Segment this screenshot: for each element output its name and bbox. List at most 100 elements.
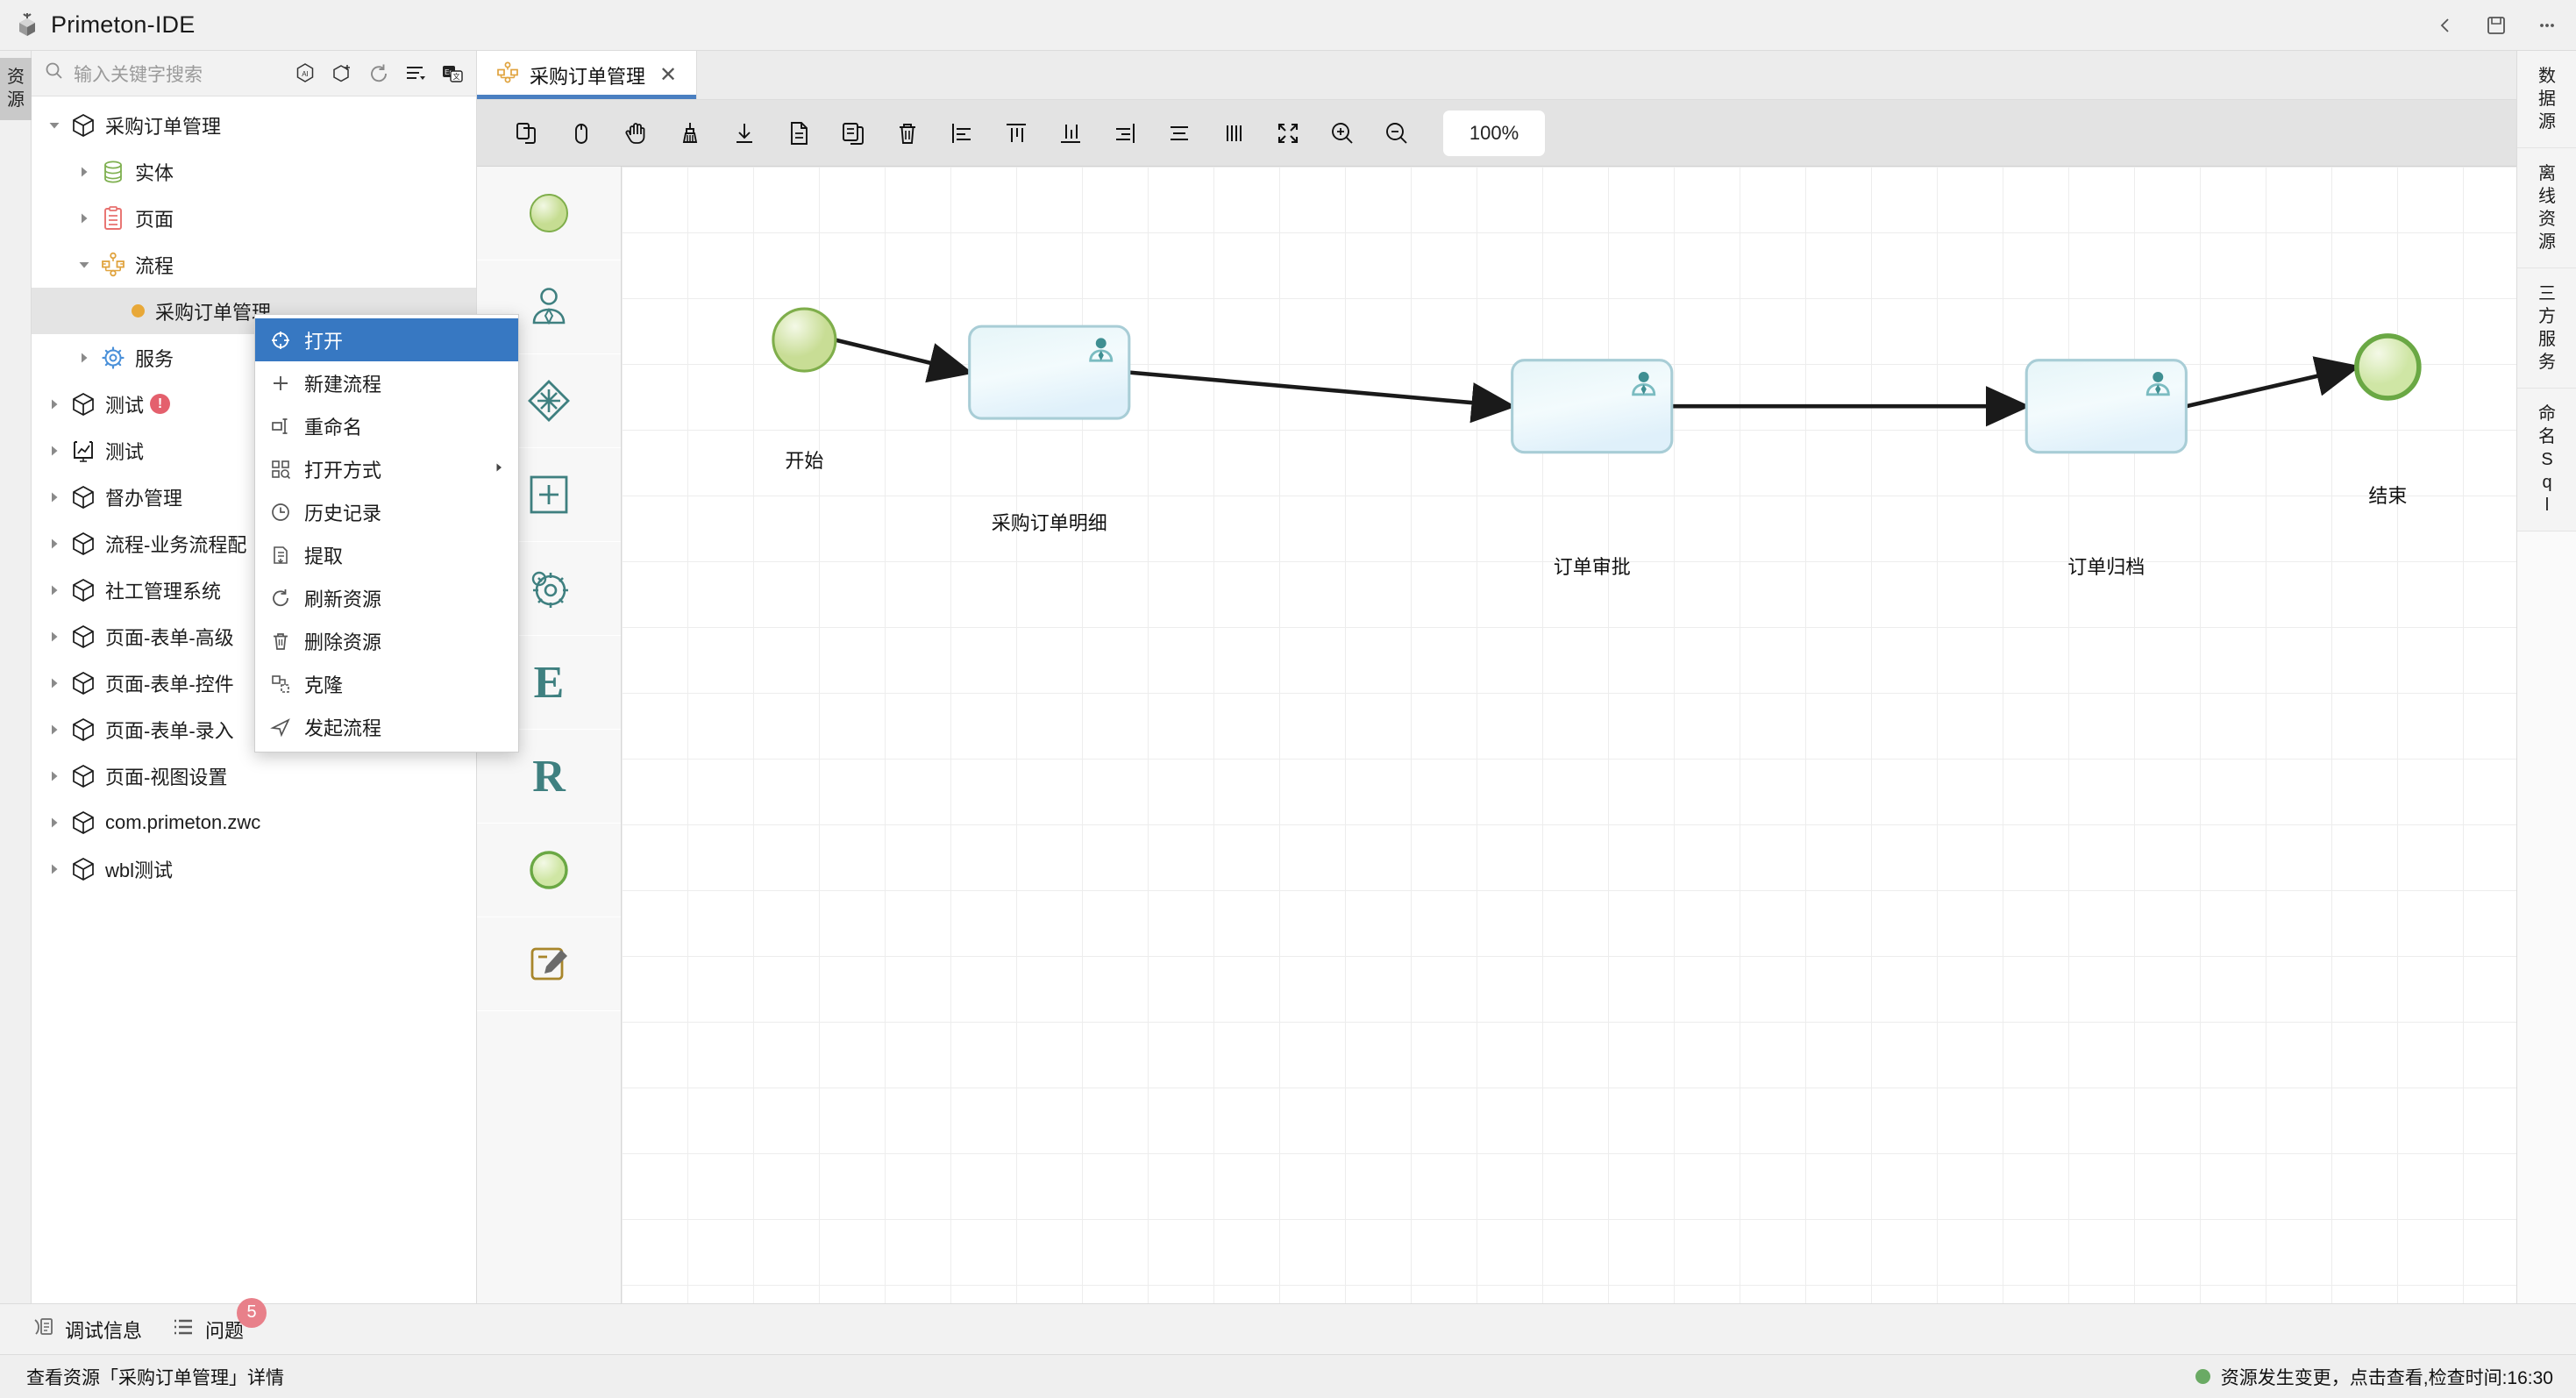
align-bottom-icon[interactable] xyxy=(1043,106,1098,160)
tree-item[interactable]: 页面-表单-高级 xyxy=(32,613,476,660)
tree-item[interactable]: 采购订单管理 xyxy=(32,102,476,148)
copy-icon[interactable] xyxy=(500,106,554,160)
context-menu-item[interactable]: 打开方式 xyxy=(255,447,518,490)
third-party-service-tab[interactable]: 三方服务 xyxy=(2517,268,2576,389)
zoom-in-icon[interactable] xyxy=(1315,106,1370,160)
letter-r-icon[interactable]: R xyxy=(477,730,621,824)
download-icon[interactable] xyxy=(717,106,772,160)
chevron-down-icon[interactable] xyxy=(74,254,95,275)
chevron-right-icon[interactable] xyxy=(44,859,65,880)
context-menu-item[interactable]: 新建流程 xyxy=(255,361,518,404)
context-menu-item[interactable]: 重命名 xyxy=(255,404,518,447)
duplicate-icon[interactable] xyxy=(826,106,880,160)
flow-node[interactable] xyxy=(968,325,1131,420)
tree-item[interactable]: 流程 xyxy=(32,241,476,288)
trash-icon[interactable] xyxy=(880,106,935,160)
distribute-icon[interactable] xyxy=(1206,106,1261,160)
chevron-right-icon[interactable] xyxy=(44,719,65,740)
tree-item[interactable]: 页面 xyxy=(32,195,476,241)
chevron-right-icon[interactable] xyxy=(44,533,65,554)
chevron-right-icon[interactable] xyxy=(74,161,95,182)
search-input[interactable]: 输入关键字搜索 xyxy=(44,61,285,87)
tree-item[interactable]: wbl测试 xyxy=(32,845,476,892)
panel-problems-label: 问题 xyxy=(205,1319,245,1342)
broom-icon[interactable] xyxy=(663,106,717,160)
ai-assistant-icon[interactable]: AI xyxy=(294,62,317,85)
align-center-icon[interactable] xyxy=(1152,106,1206,160)
person-icon[interactable] xyxy=(477,260,621,354)
flow-edge[interactable] xyxy=(835,338,974,383)
context-menu-item[interactable]: 提取 xyxy=(255,533,518,576)
chevron-right-icon[interactable] xyxy=(44,440,65,461)
flow-canvas[interactable]: 开始采购订单明细订单审批订单归档结束 xyxy=(622,167,2516,1303)
collapse-all-icon[interactable] xyxy=(404,62,427,85)
align-right-icon[interactable] xyxy=(1098,106,1152,160)
chevron-right-icon[interactable] xyxy=(74,208,95,229)
mouse-icon[interactable] xyxy=(554,106,608,160)
tree-item[interactable]: 社工管理系统 xyxy=(32,567,476,613)
tree-item[interactable]: 督办管理 xyxy=(32,474,476,520)
chevron-right-icon[interactable] xyxy=(44,766,65,787)
flow-node[interactable] xyxy=(1511,359,1674,454)
context-menu-item[interactable]: 刷新资源 xyxy=(255,576,518,619)
flow-edge[interactable] xyxy=(1128,370,1517,424)
gear-icon[interactable] xyxy=(477,542,621,636)
context-menu-item[interactable]: 历史记录 xyxy=(255,490,518,533)
new-resource-icon[interactable] xyxy=(331,62,353,85)
align-top-icon[interactable] xyxy=(989,106,1043,160)
tree-item[interactable]: 实体 xyxy=(32,148,476,195)
context-menu-item[interactable]: 删除资源 xyxy=(255,619,518,662)
context-menu-item[interactable]: 打开 xyxy=(255,318,518,361)
resource-context-menu[interactable]: 打开新建流程重命名打开方式历史记录提取刷新资源删除资源克隆发起流程 xyxy=(254,314,519,752)
panel-debug-info[interactable]: 调试信息 xyxy=(32,1316,142,1344)
chevron-right-icon[interactable] xyxy=(44,487,65,508)
align-left-icon[interactable] xyxy=(935,106,989,160)
status-change-notice[interactable]: 资源发生变更，点击查看,检查时间:16:30 xyxy=(2195,1364,2553,1390)
save-floppy-icon[interactable] xyxy=(2483,12,2509,39)
flow-node[interactable] xyxy=(772,307,837,373)
tree-item[interactable]: 服务 xyxy=(32,334,476,381)
zoom-level-input[interactable]: 100% xyxy=(1443,110,1545,156)
tree-item[interactable]: 页面-表单-录入 xyxy=(32,706,476,752)
end-event-shape[interactable] xyxy=(477,824,621,917)
chevron-right-icon[interactable] xyxy=(44,626,65,647)
sidebar-tab-resource[interactable]: 资源 xyxy=(0,58,32,121)
flow-node[interactable] xyxy=(2025,359,2188,454)
chevron-right-icon[interactable] xyxy=(74,347,95,368)
refresh-icon[interactable] xyxy=(367,62,390,85)
chevron-right-icon[interactable] xyxy=(44,580,65,601)
square-plus-icon[interactable] xyxy=(477,448,621,542)
tree-item[interactable]: 页面-视图设置 xyxy=(32,752,476,799)
note-edit-icon[interactable] xyxy=(477,917,621,1011)
offline-resource-tab[interactable]: 离线资源 xyxy=(2517,148,2576,268)
flow-node[interactable] xyxy=(2354,333,2422,401)
tree-item[interactable]: 流程-业务流程配 xyxy=(32,520,476,567)
context-menu-item[interactable]: 克隆 xyxy=(255,662,518,705)
chevron-down-icon[interactable] xyxy=(44,115,65,136)
tree-item[interactable]: 测试! xyxy=(32,381,476,427)
flow-edge[interactable] xyxy=(2185,356,2361,409)
chevron-left-icon[interactable] xyxy=(2432,12,2459,39)
tree-item-label: 页面-表单-高级 xyxy=(105,626,234,649)
tree-item[interactable]: 测试 xyxy=(32,427,476,474)
datasource-tab[interactable]: 数据源 xyxy=(2517,51,2576,148)
context-menu-item[interactable]: 发起流程 xyxy=(255,705,518,748)
tab-purchase-order-flow[interactable]: 采购订单管理 ✕ xyxy=(477,51,698,99)
hand-icon[interactable] xyxy=(608,106,663,160)
tree-item[interactable]: com.primeton.zwc xyxy=(32,799,476,845)
zoom-out-icon[interactable] xyxy=(1370,106,1424,160)
start-event-shape[interactable] xyxy=(477,167,621,260)
letter-e-icon[interactable]: E xyxy=(477,636,621,730)
tree-item[interactable]: 页面-表单-控件 xyxy=(32,660,476,706)
ellipsis-icon[interactable] xyxy=(2534,12,2560,39)
tab-close-icon[interactable]: ✕ xyxy=(659,63,678,87)
chevron-right-icon[interactable] xyxy=(44,673,65,694)
file-text-icon[interactable] xyxy=(772,106,826,160)
chevron-right-icon[interactable] xyxy=(44,394,65,415)
fullscreen-icon[interactable] xyxy=(1261,106,1315,160)
panel-problems[interactable]: 问题 5 xyxy=(172,1297,267,1344)
diamond-star-icon[interactable] xyxy=(477,354,621,448)
chevron-right-icon[interactable] xyxy=(44,812,65,833)
